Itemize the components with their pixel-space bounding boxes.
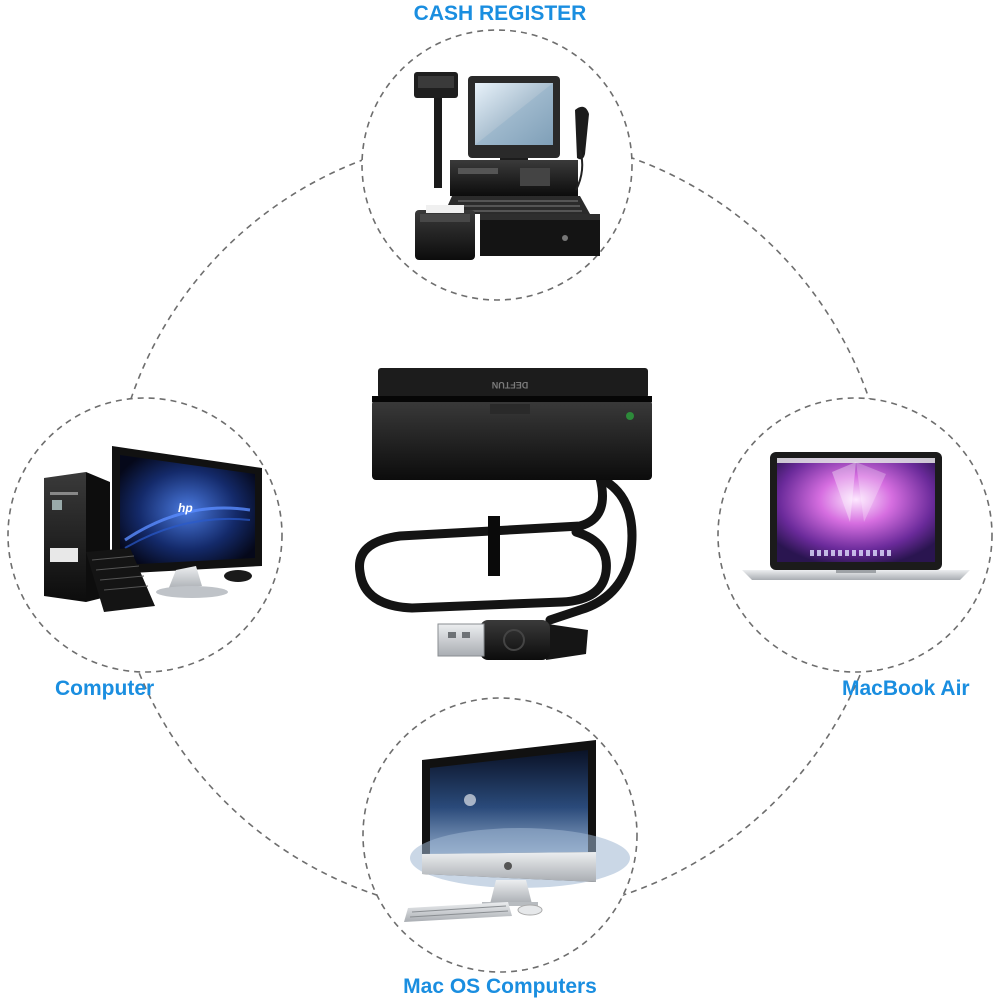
- label-computer: Computer: [55, 677, 155, 700]
- imac-icon: [404, 740, 630, 922]
- label-macbook-air: MacBook Air: [842, 677, 970, 700]
- pos-cash-register-icon: [414, 72, 600, 260]
- label-mac-os-computers: Mac OS Computers: [403, 975, 597, 998]
- card-reader-with-usb-cable: [355, 368, 652, 660]
- label-cash-register: CASH REGISTER: [413, 2, 587, 25]
- laptop-icon: [742, 452, 970, 580]
- card-reader-brand: DEFTUN: [492, 380, 529, 390]
- monitor-brand-logo: hp: [178, 501, 193, 515]
- desktop-pc-icon: [44, 446, 262, 612]
